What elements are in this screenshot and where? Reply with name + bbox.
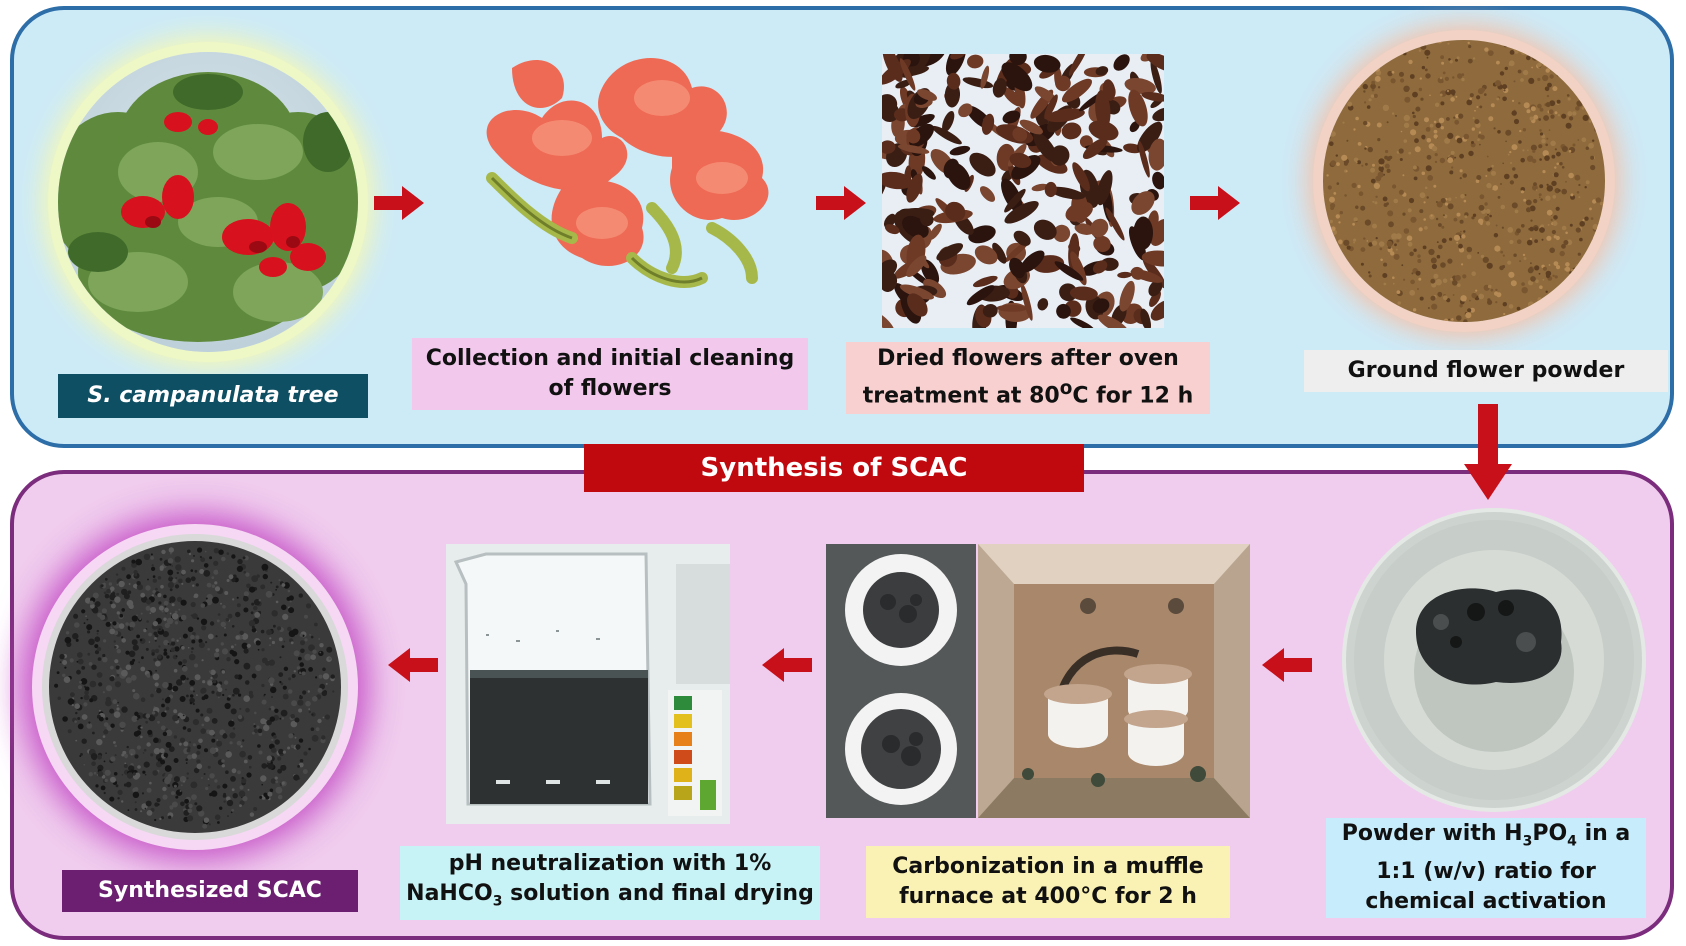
title-banner: Synthesis of SCAC [584,444,1084,492]
page-title: Synthesis of SCAC [700,453,968,483]
collection-label: Collection and initial cleaning of flowe… [412,338,808,410]
crucibles-photo [826,544,976,818]
synthesized-scac-photo [42,534,348,840]
arrow-left-icon [388,648,438,682]
tree-photo [58,52,358,352]
beaker-photo [446,544,730,824]
ground-powder-label: Ground flower powder [1304,350,1668,392]
tree-label: S. campanulata tree [58,374,368,418]
arrow-down-icon [1464,404,1512,500]
arrow-right-icon [816,186,866,220]
flowers-photo [452,28,800,328]
neutralization-label: pH neutralization with 1%NaHCO3 solution… [400,846,820,920]
arrow-left-icon [762,648,812,682]
arrow-right-icon [1190,186,1240,220]
carbonization-label: Carbonization in a muffle furnace at 400… [866,846,1230,918]
dried-flowers-photo [882,54,1164,328]
muffle-furnace-photo [978,544,1250,818]
ground-powder-photo [1323,40,1605,322]
chemical-activation-photo [1346,512,1642,808]
final-label: Synthesized SCAC [62,870,358,912]
arrow-right-icon [374,186,424,220]
arrow-left-icon [1262,648,1312,682]
